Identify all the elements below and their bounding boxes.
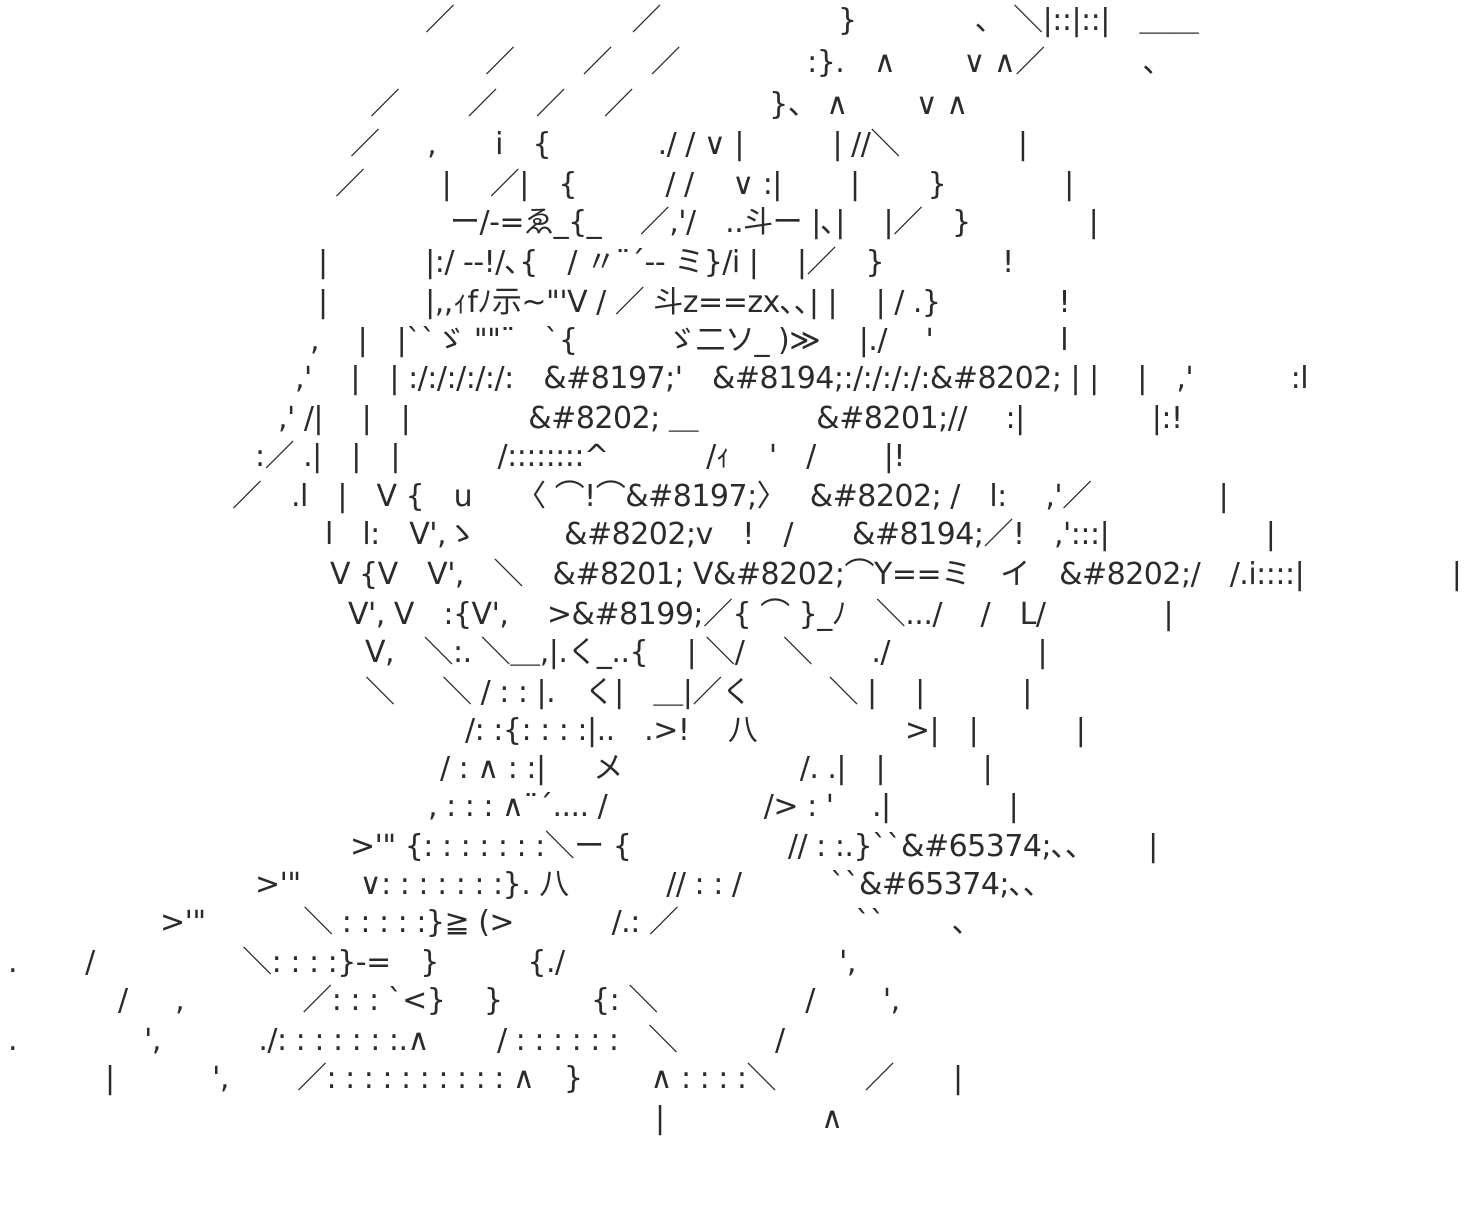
art-line: , | |``ゞ ""¨ `{ ゞ二ソ_ )≫ |./ ' l xyxy=(310,323,1069,358)
art-line: ／ .l | V { u 〈 ⌒!⌒&#8197;〉 &#8202; / l: … xyxy=(232,479,1229,514)
art-line: ／ , i { ./ / ∨ | | //＼ | xyxy=(350,127,1028,162)
art-line: V', V :{V', >&#8199;／{ ⌒ }_ﾉ ＼.../ / L/ … xyxy=(348,597,1174,632)
art-line: ／ ／ } 、 ＼|::|::| ＿＿ xyxy=(425,3,1199,38)
art-line: l l: V',ゝ &#8202;v ! / &#8194;／! ,':::| … xyxy=(325,517,1276,552)
art-line: | ', ／: : : : : : : : : : ∧ } ∧ : : : :＼… xyxy=(105,1061,963,1096)
art-line: ー/-=ゑ_{_ ／,'/ ..斗ー |､| |／ } | xyxy=(450,205,1099,240)
art-line: . ', ./: : : : : : :.∧ / : : : : : : ＼ / xyxy=(8,1023,785,1058)
art-line: | ∧ xyxy=(655,1101,843,1136)
art-line: >'" {: : : : : : :＼ー { // : :.}``&#65374… xyxy=(350,829,1158,864)
art-line: ,' | | :/:/:/:/:/: &#8197;' &#8194;:/:/:… xyxy=(295,361,1309,396)
art-line: >'" ＼ : : : : :}≧ (> /.: ／ `` ､ xyxy=(160,905,967,940)
art-line: | |,,ｨfﾉ示~"'V / ／ 斗z==zx､､| | | / .} ! xyxy=(318,285,1071,320)
art-line: :／ .| | | /::::::::^ /ｨ ' / |! xyxy=(255,439,905,474)
art-line: , : : : ∧¨´.... / /> : ' .| | xyxy=(428,789,1019,824)
art-line: ／ ／ ／ ／ }、 ∧ ∨ ∧ xyxy=(370,87,968,122)
art-line: / , ／: : : `<} } {: ＼ / ', xyxy=(118,983,900,1018)
art-line: ＼ ＼ / : : |. く| ＿|／く ＼ | | | xyxy=(365,675,1032,710)
art-line: ／ | ／| { / / ∨ :| | } | xyxy=(335,167,1074,202)
art-line: . / ＼: : : :}-= } {./ ', xyxy=(8,945,856,980)
art-line: >'" ∨: : : : : : :}. 八 // : : / ``&#6537… xyxy=(255,867,1039,902)
art-line: / : ∧ : :| メ /. .| | | xyxy=(440,751,993,786)
art-line: ／ ／ ／ :}. ∧ ∨ ∧／ 、 xyxy=(485,45,1172,80)
art-line: V, ＼:. ＼＿,|.く_..{ | ＼/ ＼ ./ | xyxy=(365,635,1048,670)
art-line: V {V V', ＼ &#8201; V&#8202;⌒Y==ミ イ &#820… xyxy=(330,557,1462,592)
art-line: /: :{: : : :|.. .>! 八 >| | | xyxy=(465,713,1086,748)
art-line: ,' /| | | &#8202; ＿ &#8201;// :| |:! xyxy=(278,401,1183,436)
art-line: | |:/ -‐!/､{ / 〃¨´-- ミ}/i | |／ } ! xyxy=(318,245,1014,280)
